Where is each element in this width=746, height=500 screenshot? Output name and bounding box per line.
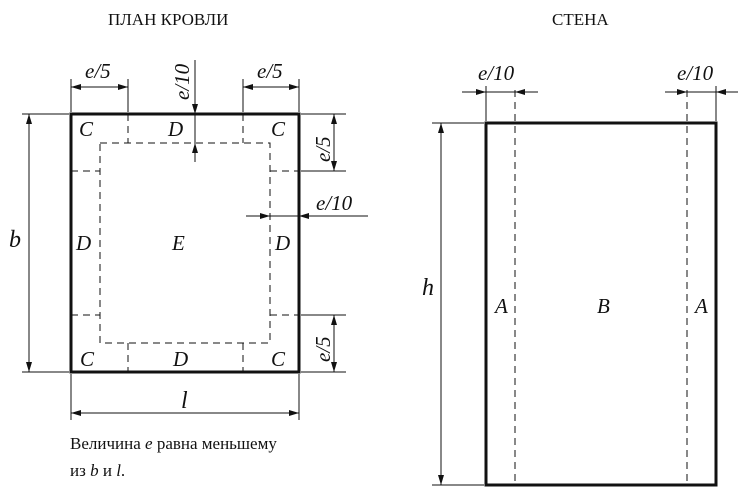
dim-top-right [242, 79, 300, 112]
dim-wall-top-left-label: e/10 [478, 61, 515, 85]
zone-c-top-left: C [79, 117, 94, 141]
dim-top-left-label: e/5 [85, 59, 111, 83]
zone-d-top: D [167, 117, 183, 141]
zone-e-center: E [171, 231, 185, 255]
dim-top-center [192, 60, 198, 162]
dim-bottom-l-label: l [181, 388, 188, 414]
roof-outline [69, 112, 301, 374]
dim-wall-top-left [462, 86, 538, 121]
dim-right-upper-label: e/5 [311, 136, 335, 162]
zone-d-bottom: D [172, 347, 188, 371]
dim-wall-top-right-label: e/10 [677, 61, 714, 85]
zone-c-top-right: C [271, 117, 286, 141]
zone-a-left: A [493, 294, 508, 318]
dim-wall-height [432, 122, 484, 486]
zone-c-bottom-left: C [80, 347, 95, 371]
dim-right-middle [246, 213, 368, 219]
plan-note-line2: из b и l. [70, 461, 125, 480]
dim-right-lower [301, 314, 346, 373]
dim-right-upper [301, 113, 346, 172]
zone-d-left: D [75, 231, 91, 255]
plan-note-line1: Величина e равна меньшему [70, 434, 277, 453]
zone-b-center: B [597, 294, 610, 318]
zone-a-right: A [693, 294, 708, 318]
dim-right-middle-label: e/10 [316, 191, 353, 215]
wall-title: СТЕНА [552, 10, 609, 29]
dim-top-left [70, 79, 129, 112]
roof-plan-title: ПЛАН КРОВЛИ [108, 10, 228, 29]
dim-left-b-label: b [9, 227, 21, 253]
dim-right-lower-label: e/5 [311, 336, 335, 362]
wall-outline [484, 121, 718, 487]
zone-d-right: D [274, 231, 290, 255]
dim-top-center-label: e/10 [170, 63, 194, 100]
dim-bottom-l [70, 374, 300, 420]
dim-wall-height-label: h [422, 275, 434, 301]
zone-c-bottom-right: C [271, 347, 286, 371]
corner-zone-separators [71, 114, 299, 372]
dim-left-b [22, 113, 69, 373]
dim-wall-top-right [665, 86, 738, 121]
roof-edge-zone-boundary [99, 142, 271, 344]
dim-top-right-label: e/5 [257, 59, 283, 83]
